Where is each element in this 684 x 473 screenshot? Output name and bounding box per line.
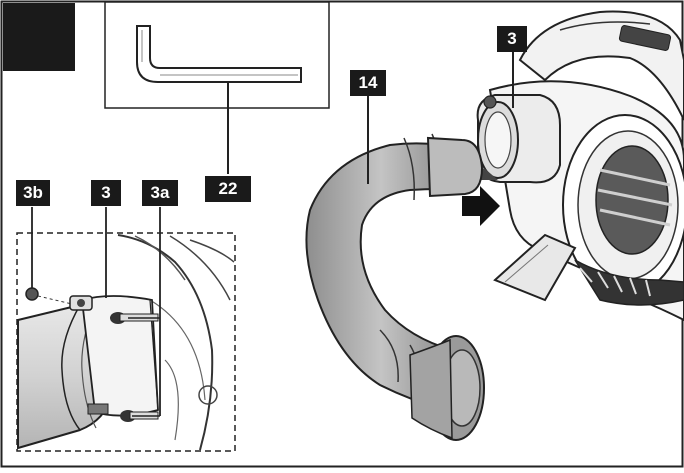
insert-arrow-icon: [462, 186, 500, 226]
label-hose: 14: [350, 70, 386, 96]
detail-nut-icon: [25, 287, 39, 301]
blower-machine: [470, 10, 684, 322]
blower-hose: [305, 133, 485, 441]
label-hex-key: 22: [205, 176, 251, 202]
hex-key-icon: [136, 25, 302, 83]
detail-inset: [16, 207, 236, 452]
label-detail-screw: 3a: [142, 180, 178, 206]
label-blower-nozzle: 3: [497, 26, 527, 52]
label-detail-nozzle: 3: [91, 180, 121, 206]
hex-key-panel: [104, 1, 330, 174]
label-detail-nut: 3b: [16, 180, 50, 206]
step-marker: [3, 3, 75, 71]
